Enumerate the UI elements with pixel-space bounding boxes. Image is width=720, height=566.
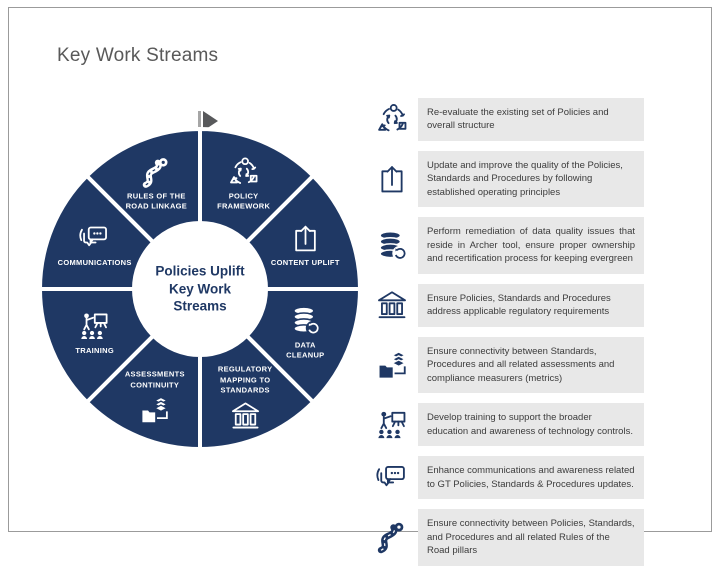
chat-bubbles-icon <box>375 461 409 495</box>
data-cleanup-icon <box>375 229 409 263</box>
wheel-center-label: Policies Uplift Key Work Streams <box>155 263 245 314</box>
work-stream-icon-cell <box>374 288 410 322</box>
work-stream-list: Re-evaluate the existing set of Policies… <box>374 98 644 566</box>
work-stream-row: Ensure Policies, Standards and Procedure… <box>374 283 644 327</box>
work-stream-icon-cell <box>374 461 410 495</box>
work-stream-row: Develop training to support the broader … <box>374 403 644 447</box>
work-stream-icon-cell <box>374 348 410 382</box>
work-stream-description: Ensure connectivity between Policies, St… <box>418 509 644 566</box>
work-stream-icon-cell <box>374 229 410 263</box>
content-uplift-icon <box>375 162 409 196</box>
work-stream-icon-cell <box>374 520 410 554</box>
folder-layers-icon <box>375 348 409 382</box>
work-stream-row: Update and improve the quality of the Po… <box>374 150 644 208</box>
work-stream-description: Perform remediation of data quality issu… <box>418 217 644 274</box>
work-stream-icon-cell <box>374 162 410 196</box>
training-icon <box>375 408 409 442</box>
page-title: Key Work Streams <box>57 45 219 66</box>
policy-framework-icon <box>375 102 409 136</box>
wheel-segment-rules-of-the-road-linkage <box>84 126 202 246</box>
work-stream-icon-cell <box>374 408 410 442</box>
work-stream-description: Develop training to support the broader … <box>418 403 644 447</box>
road-icon <box>375 520 409 554</box>
work-stream-row: Re-evaluate the existing set of Policies… <box>374 98 644 141</box>
work-stream-row: Ensure connectivity between Policies, St… <box>374 509 644 566</box>
work-stream-description: Re-evaluate the existing set of Policies… <box>418 98 644 141</box>
start-flag-icon <box>203 111 218 131</box>
work-stream-row: Enhance communications and awareness rel… <box>374 456 644 500</box>
work-stream-icon-cell <box>374 102 410 136</box>
work-stream-row: Perform remediation of data quality issu… <box>374 217 644 274</box>
work-stream-description: Enhance communications and awareness rel… <box>418 456 644 500</box>
work-stream-description: Ensure connectivity between Standards, P… <box>418 336 644 394</box>
work-stream-description: Ensure Policies, Standards and Procedure… <box>418 283 644 327</box>
bank-icon <box>375 288 409 322</box>
work-stream-description: Update and improve the quality of the Po… <box>418 150 644 208</box>
slide: { "title": "Key Work Streams", "colors":… <box>8 7 712 566</box>
work-stream-row: Ensure connectivity between Standards, P… <box>374 336 644 394</box>
